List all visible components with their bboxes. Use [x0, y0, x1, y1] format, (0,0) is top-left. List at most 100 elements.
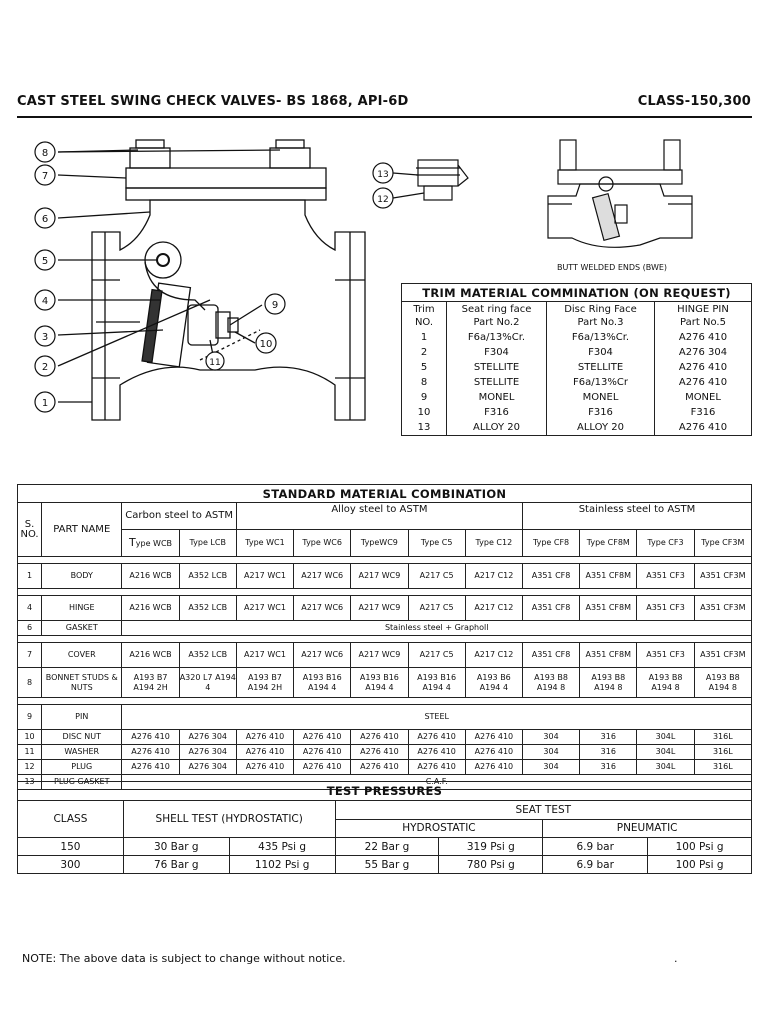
type-header: Type LCB: [178, 529, 237, 557]
group-stainless: Stainless steel to ASTM: [521, 502, 753, 530]
standard-caption: STANDARD MATERIAL COMBINATION: [17, 484, 752, 503]
part-name-cell: DISC NUT: [41, 729, 123, 745]
material-cell: A276 304: [178, 759, 237, 775]
material-cell: A276 410: [121, 729, 180, 745]
callout-13: 13: [377, 170, 388, 180]
material-cell: A276 410: [235, 744, 295, 760]
plug-detail-shape: [392, 159, 469, 201]
pneumatic-header: PNEUMATIC: [542, 818, 752, 838]
test-pressures-table: TEST PRESSURES CLASS SHELL TEST (HYDROST…: [17, 781, 753, 874]
material-cell: A352 LCB: [178, 563, 237, 589]
material-cell: A351 CF8: [521, 595, 581, 621]
sno-cell: 10: [16, 729, 43, 745]
type-header: Type CF8M: [579, 529, 638, 557]
material-cell: A276 304: [178, 744, 237, 760]
callout-7: 7: [42, 171, 48, 182]
type-header: Type WC6: [293, 529, 352, 557]
material-cell: A217 WC1: [235, 595, 295, 621]
trim-material-table: TRIM MATERIAL COMMINATION (ON REQUEST) T…: [401, 283, 752, 436]
material-cell: A217 WC6: [293, 642, 352, 668]
material-cell: A276 410: [235, 759, 295, 775]
part-name-cell: BODY: [41, 563, 123, 589]
material-cell: 304L: [636, 729, 695, 745]
material-cell: A276 410: [293, 744, 352, 760]
material-cell: A217 WC9: [350, 563, 409, 589]
material-cell: A217 C12: [464, 563, 523, 589]
class-rating: CLASS-150,300: [637, 94, 751, 109]
material-cell: A320 L7 A194 4: [178, 667, 237, 698]
material-cell: A276 410: [407, 744, 466, 760]
material-cell: 304: [521, 729, 581, 745]
material-cell: A276 410: [121, 759, 180, 775]
material-cell: 316L: [693, 744, 753, 760]
material-cell: A351 CF3M: [693, 595, 753, 621]
group-carbon: Carbon steel to ASTM: [121, 502, 237, 530]
material-cell: A276 410: [464, 744, 523, 760]
material-cell: A351 CF3M: [693, 642, 753, 668]
material-cell: A276 410: [407, 729, 466, 745]
type-header: Type CF8: [521, 529, 581, 557]
cover-shape: [125, 167, 327, 189]
material-cell: A276 410: [121, 744, 180, 760]
sno-cell: 12: [16, 759, 43, 775]
sno-cell: 7: [16, 642, 43, 668]
material-cell: A276 410: [293, 729, 352, 745]
material-cell: A193 B8 A194 8: [579, 667, 638, 698]
header-rule: [17, 116, 752, 118]
material-cell: A217 C12: [464, 642, 523, 668]
material-cell: A351 CF8M: [579, 563, 638, 589]
material-cell: A217 WC1: [235, 642, 295, 668]
callout-8: 8: [42, 148, 48, 159]
trailing-mark: .: [674, 952, 678, 965]
material-cell: A193 B16 A194 4: [350, 667, 409, 698]
material-cell: A193 B8 A194 8: [636, 667, 695, 698]
type-header: Type WCB: [121, 529, 180, 557]
bolt-nut-right: [269, 147, 311, 169]
material-cell: 316L: [693, 759, 753, 775]
standard-material-table: STANDARD MATERIAL COMBINATION S. NO. PAR…: [16, 484, 753, 790]
part-name-header: PART NAME: [41, 502, 123, 557]
material-cell: A217 C5: [407, 642, 466, 668]
pressures-caption: TEST PRESSURES: [17, 781, 752, 801]
callout-10: 10: [260, 339, 273, 350]
callout-6: 6: [42, 214, 48, 225]
material-cell: A352 LCB: [178, 642, 237, 668]
footnote: NOTE: The above data is subject to chang…: [22, 952, 346, 965]
material-cell: A193 B7 A194 2H: [235, 667, 295, 698]
material-cell: A216 WCB: [121, 563, 180, 589]
hydrostatic-header: HYDROSTATIC: [334, 818, 544, 838]
callout-12: 12: [377, 195, 388, 205]
sno-cell: 9: [16, 704, 43, 730]
material-cell: A351 CF3: [636, 642, 695, 668]
material-cell: A217 C12: [464, 595, 523, 621]
seat-test-header: SEAT TEST: [334, 800, 753, 820]
material-cell: A217 WC6: [293, 563, 352, 589]
callout-5: 5: [42, 256, 48, 267]
material-cell: A216 WCB: [121, 642, 180, 668]
material-cell: A217 C5: [407, 595, 466, 621]
material-cell: 316: [579, 759, 638, 775]
material-cell: A276 410: [350, 729, 409, 745]
material-cell: 304L: [636, 744, 695, 760]
type-header: TypeWC9: [350, 529, 409, 557]
class-header: CLASS: [17, 800, 124, 838]
material-cell: A276 410: [350, 759, 409, 775]
